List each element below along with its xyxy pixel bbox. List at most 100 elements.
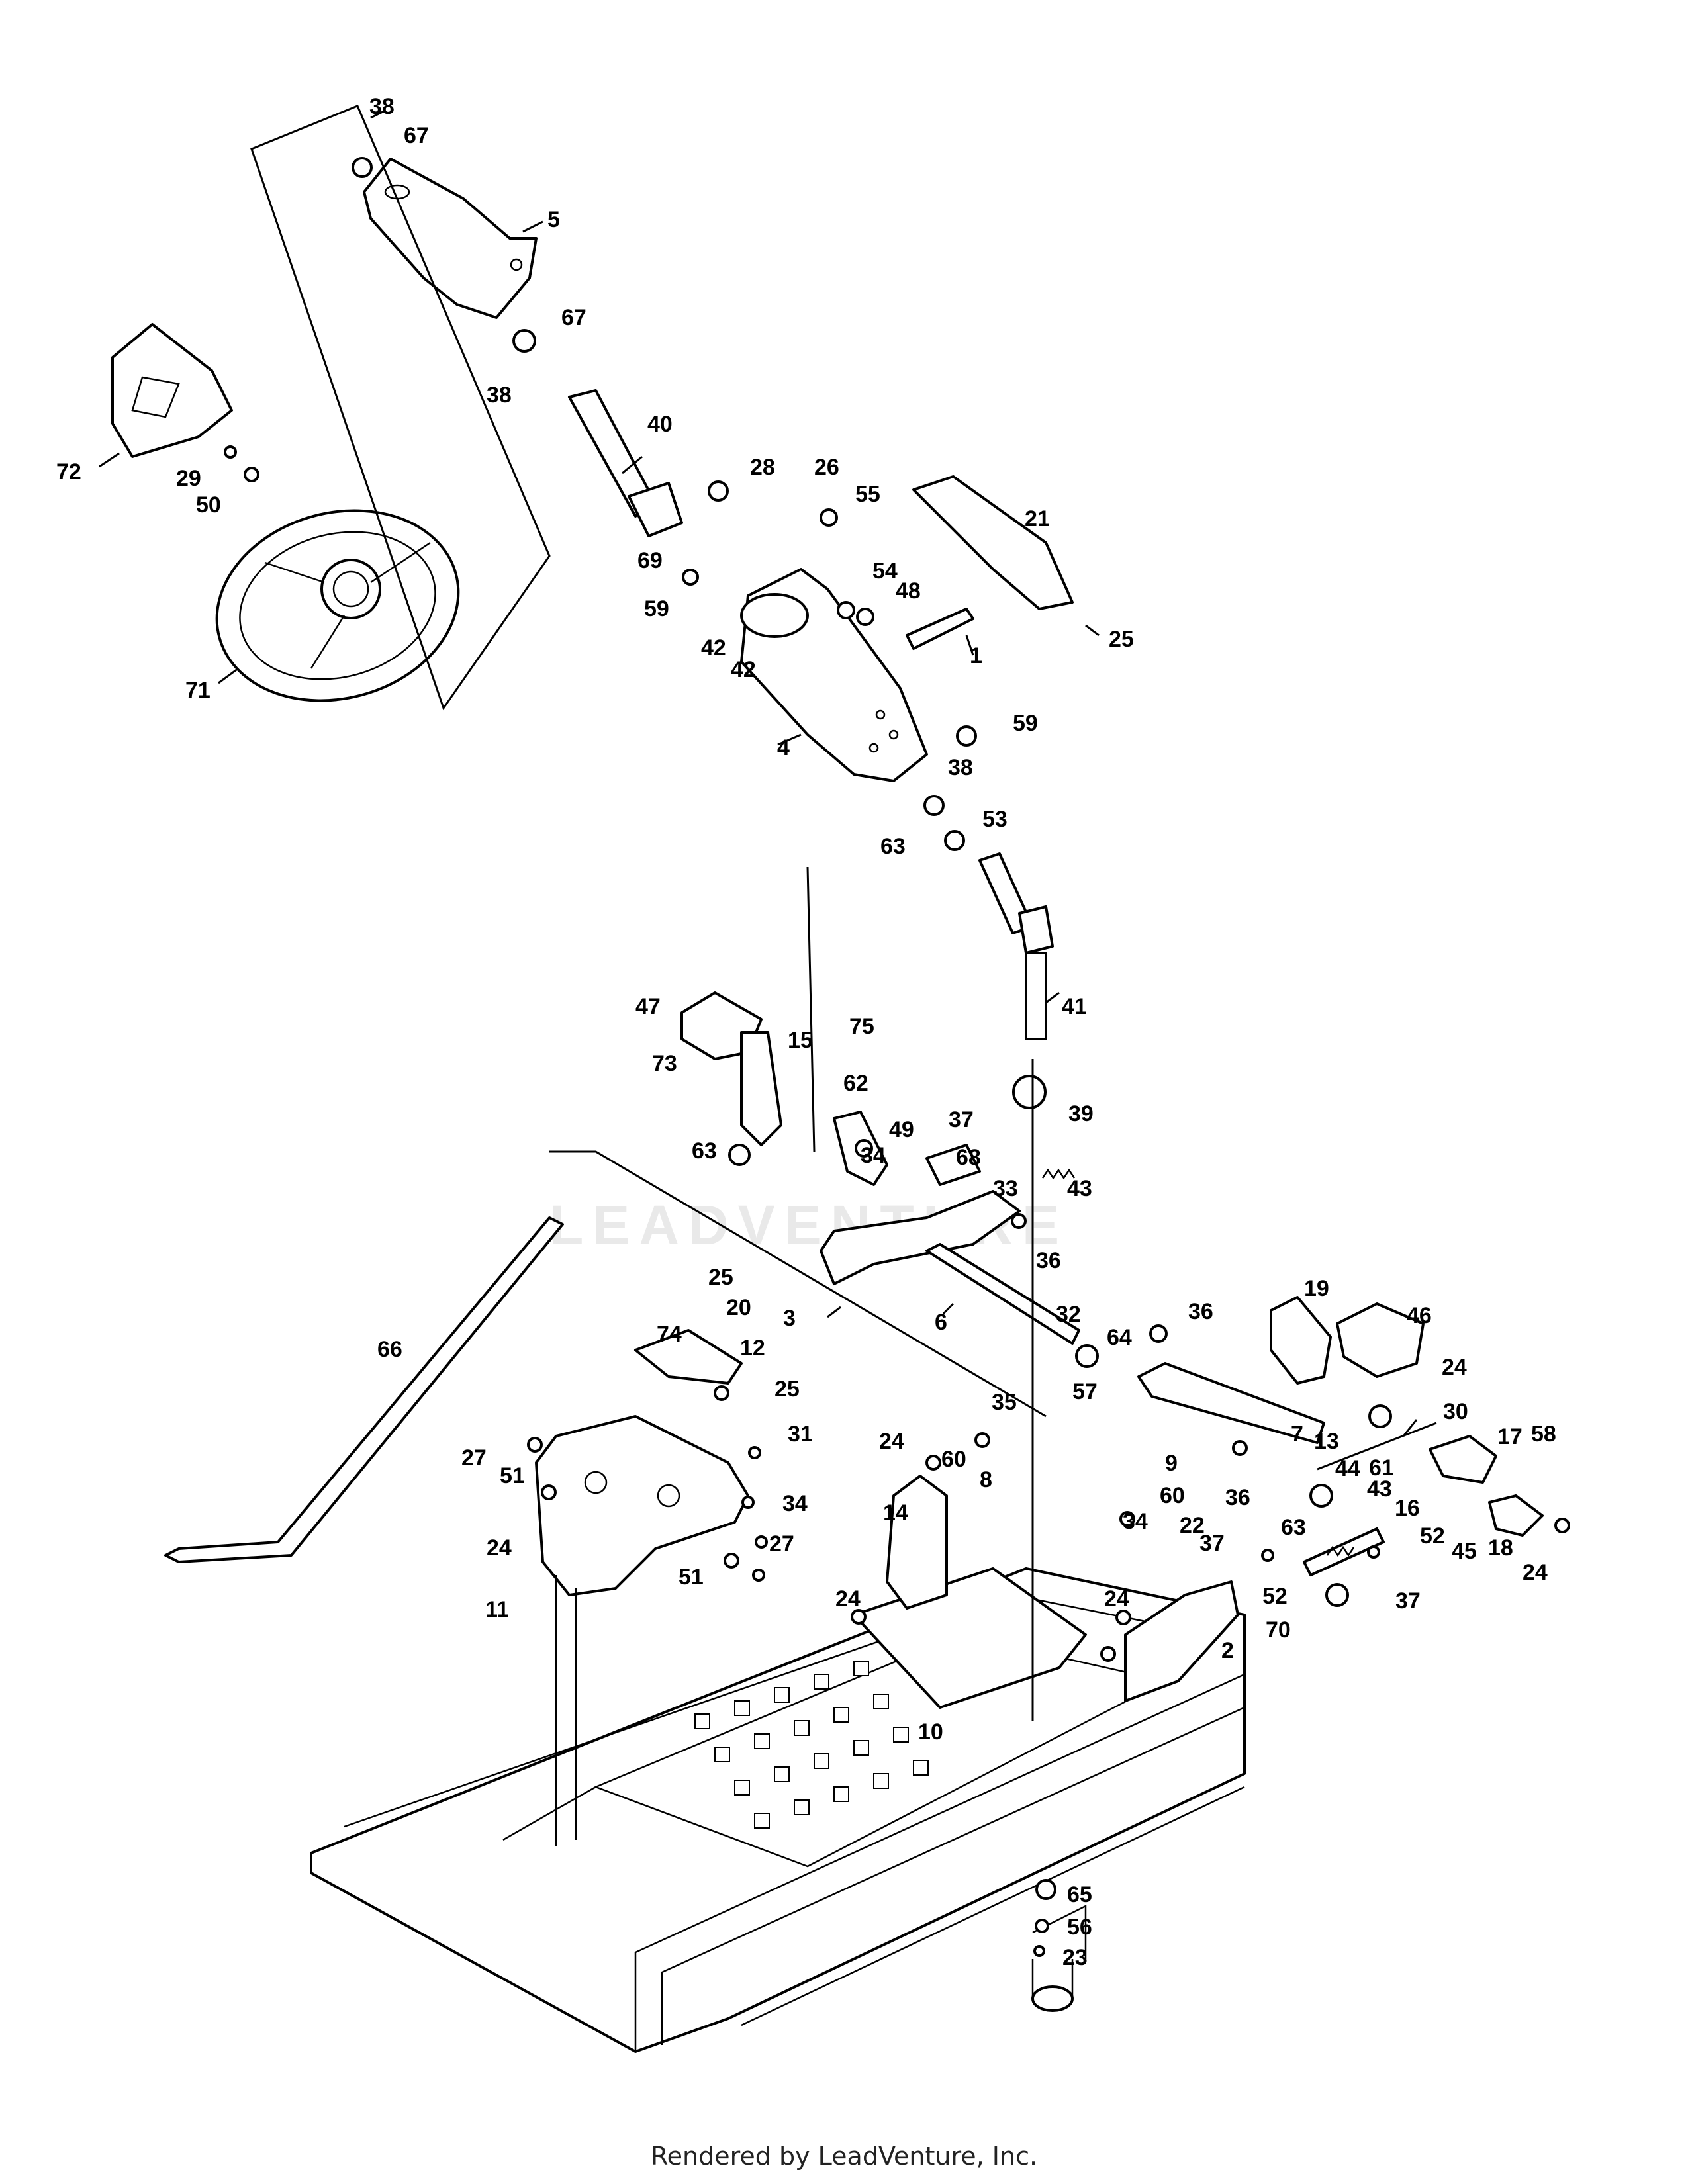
callout: 46: [1407, 1303, 1432, 1328]
callout: 59: [1013, 711, 1038, 736]
cross-shaft: [925, 1243, 1080, 1345]
callout: 45: [1452, 1539, 1477, 1564]
callout: 34: [782, 1491, 808, 1516]
steering-column-housing: [740, 568, 928, 782]
callout: 12: [740, 1336, 765, 1361]
callout: 31: [788, 1422, 813, 1447]
callout: 70: [1266, 1617, 1291, 1643]
callout: 54: [872, 559, 898, 584]
link-16: [1303, 1527, 1385, 1576]
callout: 24: [1104, 1586, 1129, 1612]
callout: 59: [644, 596, 669, 621]
callout: 56: [1067, 1915, 1092, 1940]
brake-pedal-assembly: [680, 991, 1021, 1285]
fasteners: [224, 157, 1570, 1957]
bracket-2: [1124, 1580, 1239, 1702]
callout: 22: [1180, 1513, 1205, 1538]
callout-labels: 38 67 5 67 38 40 72 29 50 71 28 26 55 21…: [56, 94, 1556, 1970]
callout: 58: [1531, 1422, 1556, 1447]
callout: 68: [956, 1145, 981, 1170]
callout: 67: [561, 305, 586, 330]
callout: 4: [777, 735, 790, 760]
callout: 25: [774, 1377, 800, 1402]
callout: 24: [1523, 1560, 1548, 1585]
bracket-14: [886, 1475, 948, 1610]
right-pedal-assembly: [1137, 1296, 1544, 1537]
callout: 41: [1062, 994, 1087, 1019]
callout: 2: [1221, 1638, 1234, 1663]
callout: 38: [369, 94, 395, 119]
callout: 25: [1109, 627, 1134, 652]
callout: 72: [56, 459, 81, 484]
pinion-gear: [1012, 1075, 1047, 1109]
callout: 66: [377, 1337, 402, 1362]
callout: 61: [1369, 1455, 1394, 1480]
steering-support-bracket: [363, 158, 538, 319]
callout: 34: [1123, 1509, 1148, 1534]
callout: 49: [889, 1117, 914, 1142]
callout: 55: [855, 482, 880, 507]
callout: 63: [1281, 1515, 1306, 1540]
steering-shaft-upper: [568, 389, 683, 537]
callout: 52: [1420, 1524, 1445, 1549]
callout: 13: [1314, 1429, 1339, 1454]
steering-shaft-lower: [978, 852, 1054, 1040]
frame-assembly: [310, 1567, 1246, 2053]
callout: 60: [941, 1447, 966, 1472]
callout: 29: [176, 466, 201, 491]
callout: 69: [637, 548, 663, 573]
callout: 26: [814, 455, 839, 480]
callout: 7: [1291, 1422, 1303, 1447]
callout: 25: [708, 1265, 733, 1290]
callout: 36: [1036, 1248, 1061, 1273]
callout: 63: [692, 1138, 717, 1163]
callout: 21: [1025, 506, 1050, 531]
callout: 32: [1056, 1302, 1081, 1327]
callout: 51: [679, 1565, 704, 1590]
callout: 10: [918, 1719, 943, 1745]
steering-cap: [111, 323, 233, 458]
bushing-70: [1325, 1583, 1349, 1607]
callout: 37: [949, 1107, 974, 1132]
callout: 35: [992, 1390, 1017, 1415]
callout: 57: [1072, 1379, 1098, 1404]
callout: 30: [1443, 1399, 1468, 1424]
callout: 24: [835, 1586, 861, 1612]
callout: 75: [849, 1014, 874, 1039]
callout: 14: [883, 1500, 908, 1525]
callout: 60: [1160, 1483, 1185, 1508]
callout: 39: [1068, 1101, 1094, 1126]
callout: 28: [750, 455, 775, 480]
callout: 40: [647, 412, 673, 437]
callout: 24: [1442, 1355, 1467, 1380]
steering-wheel: [215, 509, 460, 702]
callout: 1: [970, 643, 982, 668]
callout: 6: [935, 1310, 947, 1335]
callout: 15: [788, 1028, 813, 1053]
callout: 20: [726, 1295, 751, 1320]
callout: 51: [500, 1463, 525, 1488]
callout: 5: [547, 207, 560, 232]
floor-grille: [694, 1661, 929, 1829]
callout: 34: [861, 1143, 886, 1168]
callout: 8: [980, 1467, 992, 1492]
callout: 37: [1395, 1588, 1421, 1614]
callout: 42: [701, 635, 726, 660]
spring-lower: [1326, 1545, 1355, 1557]
callout: 63: [880, 834, 906, 859]
callout: 19: [1304, 1276, 1329, 1301]
callout: 18: [1488, 1535, 1513, 1561]
callout: 27: [769, 1531, 794, 1557]
part-12-plate: [634, 1329, 743, 1385]
callout: 27: [461, 1445, 487, 1471]
tilt-bracket: [912, 475, 1074, 610]
footer-credit: Rendered by LeadVenture, Inc.: [650, 2142, 1038, 2171]
spring-upper: [1041, 1168, 1076, 1180]
tilt-lever: [906, 608, 974, 650]
callout: 62: [843, 1071, 868, 1096]
callout: 38: [487, 383, 512, 408]
callout: 23: [1062, 1945, 1088, 1970]
callout: 3: [783, 1306, 796, 1331]
callout: 24: [487, 1535, 512, 1561]
callout: 24: [879, 1429, 904, 1454]
